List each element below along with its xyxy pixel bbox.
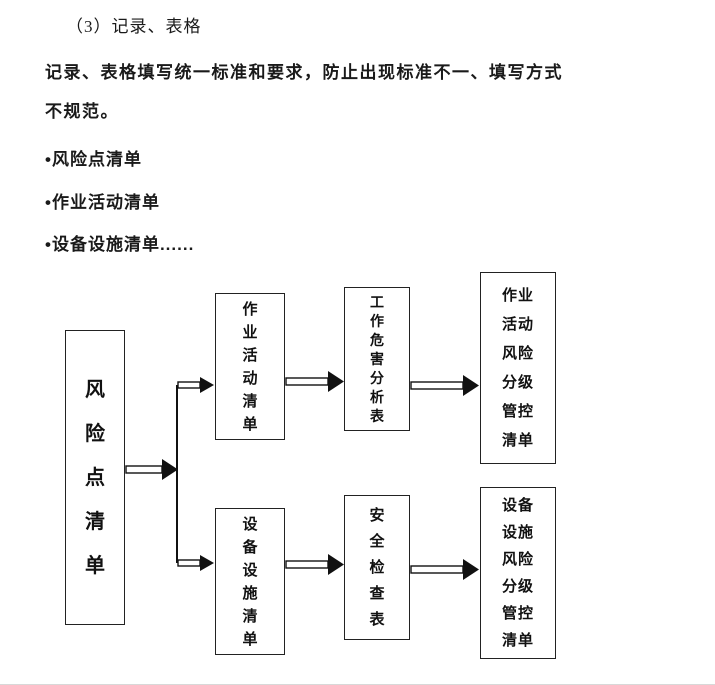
arrow-safety-to-equip-risk: [410, 559, 479, 580]
arrow-hazard-to-act-risk: [410, 375, 479, 396]
arrow-branch-to-equipment: [177, 555, 214, 571]
flow-box-label: 安 全 检 查 表: [369, 506, 385, 628]
flow-box-equipment-risk-control: 设备 设施 风险 分级 管控 清单: [480, 487, 556, 659]
flow-box-label: 风 险 点 清 单: [85, 378, 105, 577]
flow-box-label: 设备 设施 风险 分级 管控 清单: [501, 497, 534, 649]
flow-box-label: 作业 活动 风险 分级 管控 清单: [501, 287, 534, 449]
flow-box-equipment-facility-list: 设 备 设 施 清 单: [215, 508, 285, 655]
flow-box-job-hazard-analysis: 工 作 危 害 分 析 表: [344, 287, 410, 431]
arrow-branch-to-activity: [177, 377, 214, 393]
arrow-equipment-to-safety: [285, 554, 344, 575]
paragraph-line-2: 不规范。: [45, 102, 119, 121]
flow-box-work-activity-list: 作 业 活 动 清 单: [215, 293, 285, 440]
bullet-equipment-facility-list: •设备设施清单......: [45, 235, 195, 254]
section-heading: （3）记录、表格: [66, 17, 202, 36]
flow-box-safety-checklist: 安 全 检 查 表: [344, 495, 410, 640]
flow-box-risk-point-list: 风 险 点 清 单: [65, 330, 125, 625]
paragraph-line-1: 记录、表格填写统一标准和要求，防止出现标准不一、填写方式: [45, 63, 563, 82]
bullet-risk-point-list: •风险点清单: [45, 150, 142, 169]
bullet-work-activity-list: •作业活动清单: [45, 193, 160, 212]
flow-box-label: 工 作 危 害 分 析 表: [370, 293, 384, 424]
arrow-activity-to-hazard: [285, 371, 344, 392]
flow-box-work-activity-risk-control: 作业 活动 风险 分级 管控 清单: [480, 272, 556, 464]
arrow-risk-to-junction: [125, 459, 178, 480]
flow-box-label: 设 备 设 施 清 单: [242, 515, 258, 648]
flow-box-label: 作 业 活 动 清 单: [242, 300, 258, 433]
